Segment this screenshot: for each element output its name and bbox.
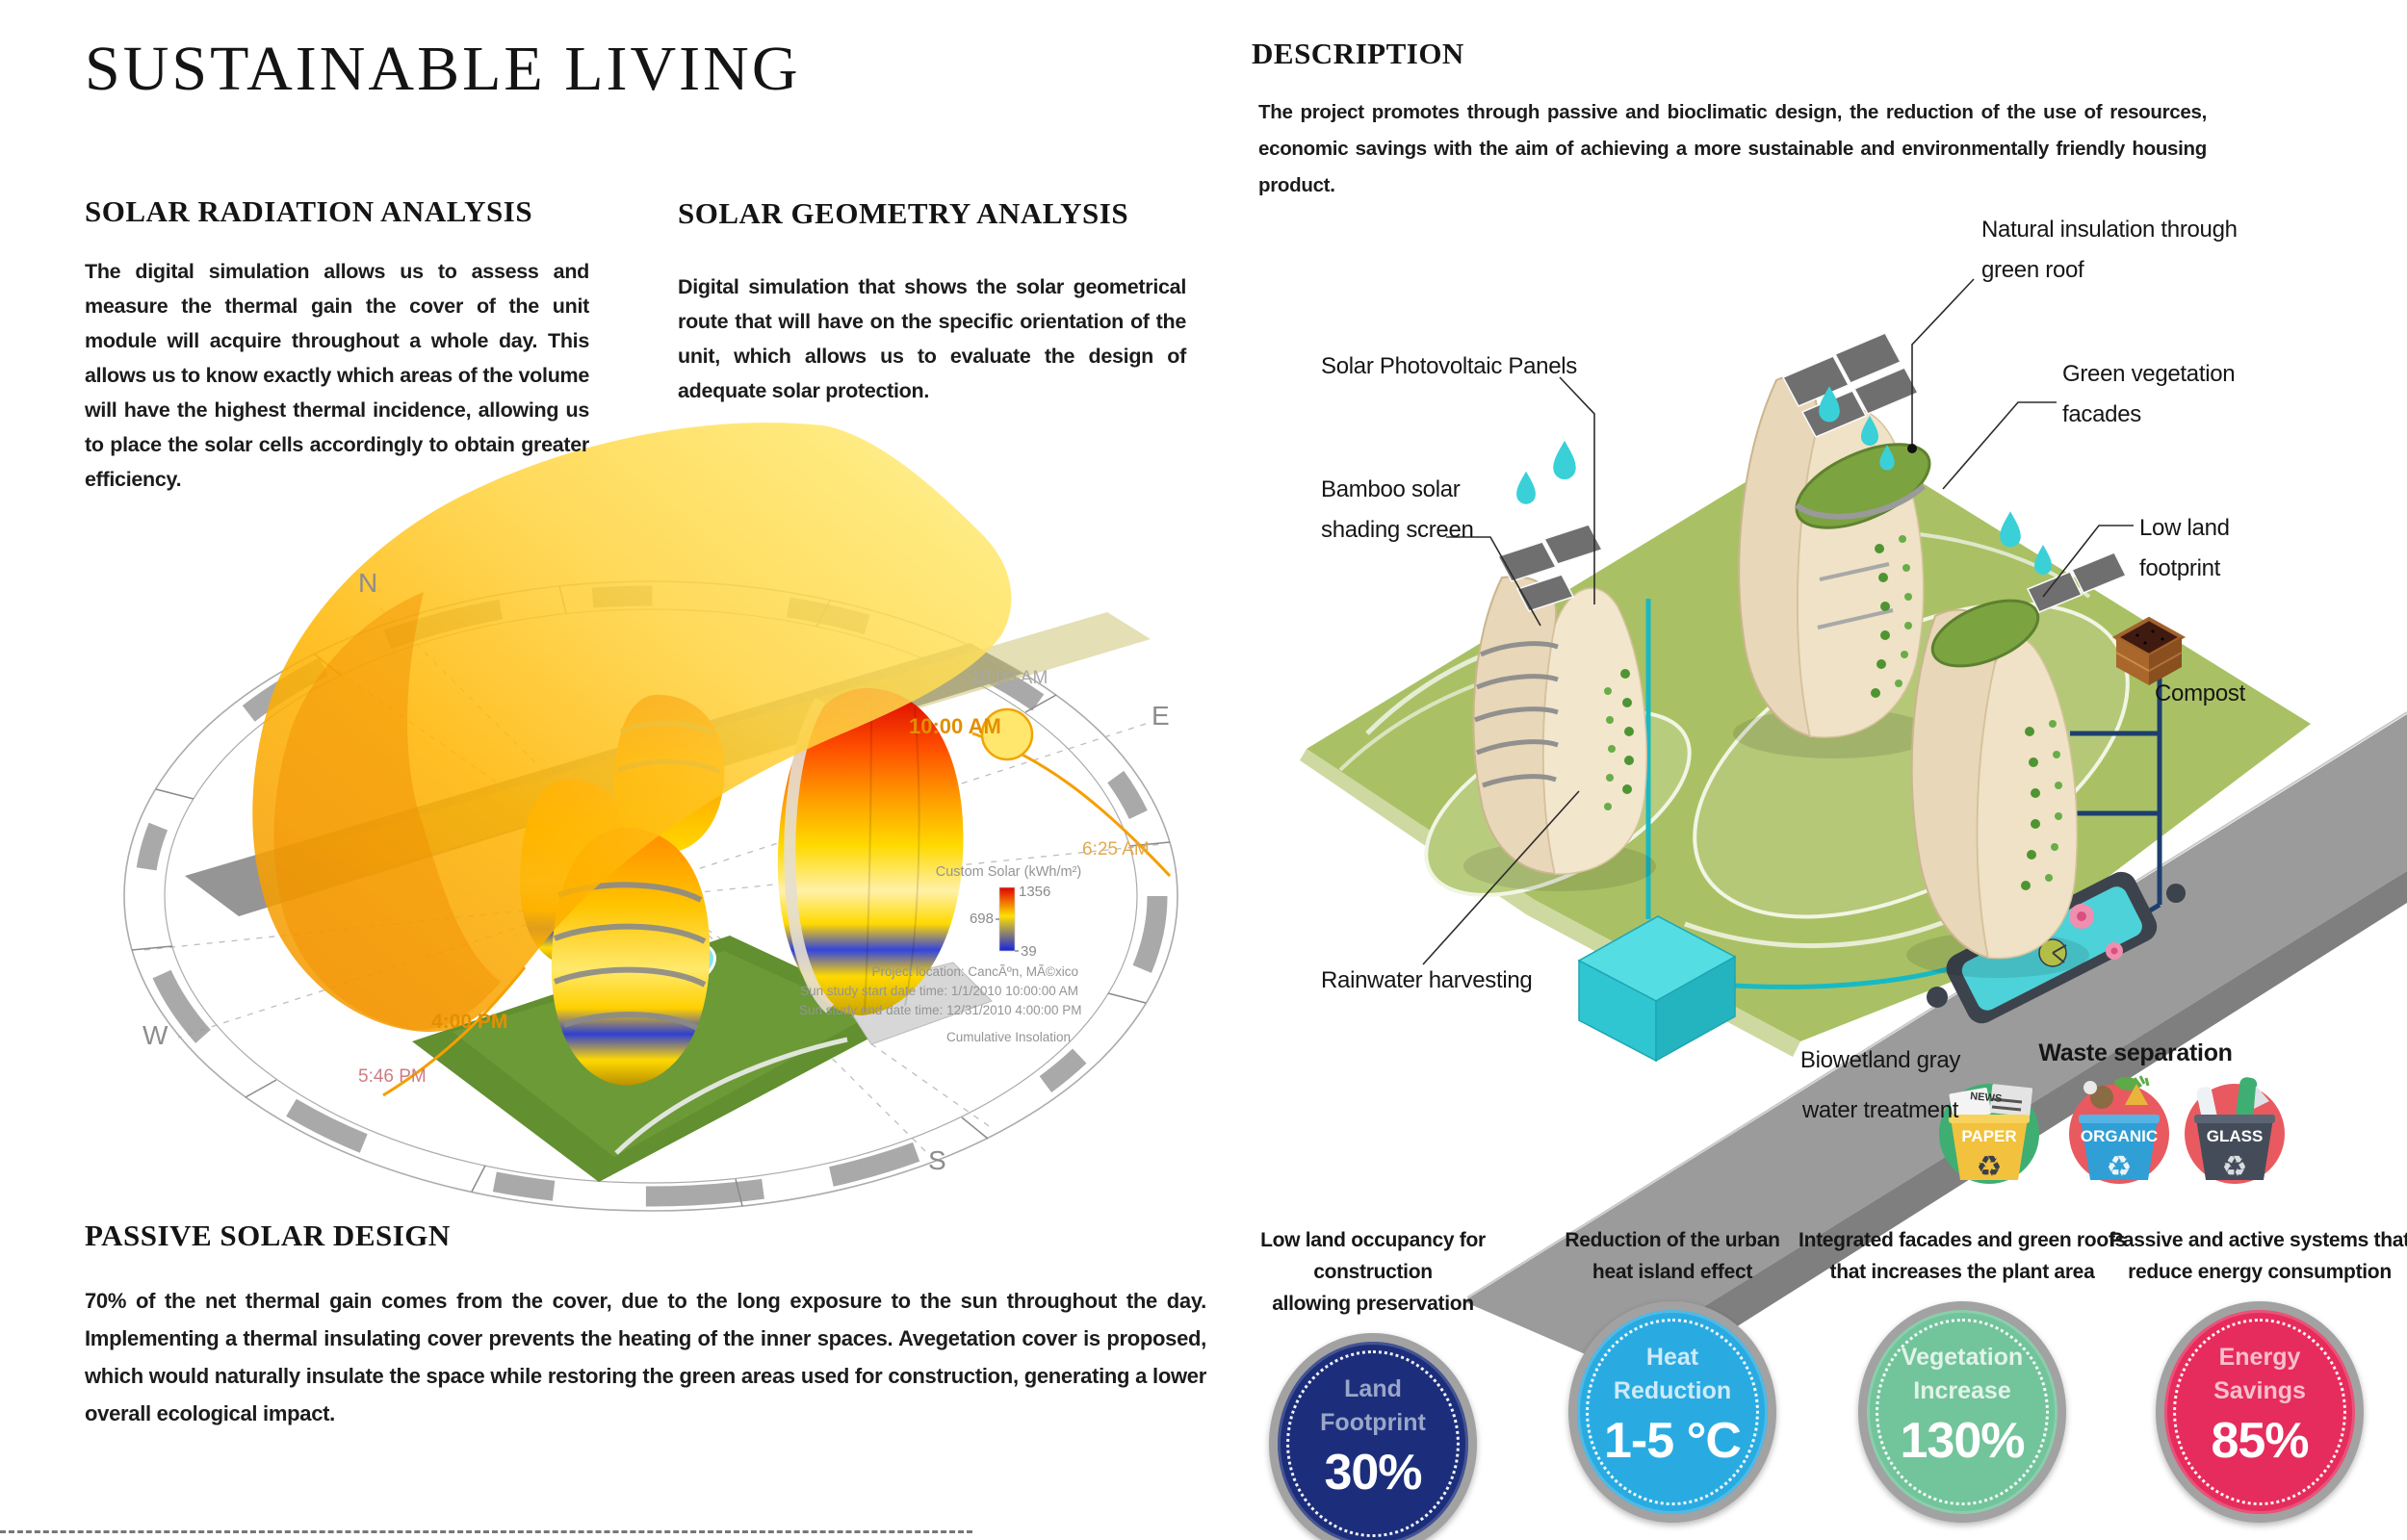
geometry-heading: SOLAR GEOMETRY ANALYSIS — [678, 196, 1129, 230]
waste-separation-heading: Waste separation — [2038, 1040, 2233, 1066]
sun-path-diagram — [123, 423, 1178, 1212]
recycle-icon: ♻ — [1977, 1151, 2003, 1183]
dotted-ring — [1876, 1319, 2049, 1505]
time-10am-sun: 10:00 AM — [909, 714, 1001, 738]
compass-e: E — [1152, 701, 1170, 731]
stat-value: 130% — [1900, 1413, 2026, 1469]
dotted-ring — [1286, 1350, 1460, 1537]
glass-bin-label: GLASS — [2207, 1127, 2264, 1145]
time-546pm: 5:46 PM — [358, 1066, 427, 1087]
time-625am: 6:25 AM — [1082, 839, 1150, 860]
stat-value: 85% — [2211, 1413, 2309, 1469]
radiation-heading: SOLAR RADIATION ANALYSIS — [85, 194, 533, 228]
callout-natural-insulation: Natural insulation through green roof — [1981, 217, 2238, 283]
time-4pm: 4:00 PM — [431, 1011, 508, 1033]
description-heading: DESCRIPTION — [1252, 37, 1464, 70]
callout-leaders — [1422, 278, 2134, 965]
glass-bin: GLASS ♻ — [2185, 1077, 2285, 1184]
compass-n: N — [358, 568, 378, 598]
passive-heading: PASSIVE SOLAR DESIGN — [85, 1219, 451, 1252]
stat-value: 1-5 °C — [1604, 1413, 1742, 1469]
organic-bin-label: ORGANIC — [2081, 1127, 2158, 1145]
callout-low-land: Low land footprint — [2139, 515, 2230, 581]
organic-bin: ORGANIC ♻ — [2069, 1075, 2169, 1184]
legend-title: Custom Solar (kWh/m²) — [935, 864, 1082, 880]
passive-body: 70% of the net thermal gain comes from t… — [85, 1289, 1206, 1425]
compass-w: W — [142, 1020, 168, 1050]
news-tag: NEWS — [1970, 1091, 2003, 1105]
building-pod-middle — [1733, 332, 1935, 758]
legend-footer: Cumulative Insolation — [945, 1030, 1072, 1044]
dotted-ring — [2173, 1319, 2346, 1505]
road — [1463, 714, 2407, 1365]
bottom-divider — [0, 1530, 972, 1533]
legend-max: 1356 — [1019, 884, 1051, 900]
callout-solar-pv: Solar Photovoltaic Panels — [1321, 353, 1577, 379]
legend-end: Sun study end date time: 12/31/2010 4:00… — [799, 1003, 1082, 1017]
callout-biowetland: Biowetland gray water treatment — [1799, 1047, 1961, 1123]
callout-rainwater: Rainwater harvesting — [1321, 967, 1533, 993]
legend-mid: 698 — [969, 911, 994, 927]
stat-vegetation-increase: Integrated facades and green roofs that … — [1789, 1224, 2135, 1523]
vegetation-increase-badge: Vegetation Increase 130% — [1858, 1301, 2066, 1523]
sun-icon — [980, 707, 1034, 761]
heat-reduction-badge: Heat Reduction 1-5 °C — [1568, 1301, 1776, 1523]
solar-envelope-canopy — [252, 423, 1012, 1033]
legend-location: Project location: CancÃºn, MÃ©xico — [871, 964, 1078, 979]
energy-savings-badge: Energy Savings 85% — [2156, 1301, 2364, 1523]
dotted-ring — [1586, 1319, 1759, 1505]
canopy-underside-shade — [273, 592, 501, 1031]
callout-bamboo: Bamboo solar shading screen — [1321, 476, 1474, 543]
stat-heat-reduction: Reduction of the urban heat island effec… — [1499, 1224, 1846, 1523]
legend-min: 39 — [1021, 943, 1037, 960]
stat-land-footprint: Low land occupancy for construction allo… — [1200, 1224, 1546, 1540]
recycle-icon: ♻ — [2222, 1151, 2248, 1183]
leader-dot — [1907, 444, 1917, 453]
radiation-body: The digital simulation allows us to asse… — [85, 260, 589, 491]
recycle-icon: ♻ — [2107, 1151, 2133, 1183]
callout-compost: Compost — [2155, 680, 2245, 706]
stat-energy-savings: Passive and active systems that reduce e… — [2086, 1224, 2407, 1523]
time-10am-outer: 10:00 AM — [971, 668, 1048, 688]
rainwater-tank — [1577, 915, 1737, 1063]
page-title: SUSTAINABLE LIVING — [85, 34, 801, 104]
stat-value: 30% — [1324, 1445, 1422, 1501]
compass-s: S — [928, 1145, 946, 1175]
compost-box — [2111, 616, 2187, 685]
paper-bin-label: PAPER — [1961, 1127, 2016, 1145]
description-body: The project promotes through passive and… — [1258, 101, 2207, 196]
callout-green-vegetation: Green vegetation facades — [2062, 361, 2236, 427]
building-pod-right — [1906, 511, 2128, 978]
legend-start: Sun study start date time: 1/1/2010 10:0… — [800, 984, 1078, 998]
land-footprint-badge: Land Footprint 30% — [1269, 1333, 1477, 1540]
eco-site-diagram: NEWS PAPER ♻ ORGANI — [1300, 278, 2407, 1390]
building-pod-left — [1463, 440, 1656, 891]
waste-bins: NEWS PAPER ♻ ORGANI — [1939, 1075, 2285, 1184]
pipes — [1645, 599, 2162, 989]
geometry-body: Digital simulation that shows the solar … — [678, 275, 1186, 402]
legend-color-bar — [996, 886, 1019, 952]
paper-bin: NEWS PAPER ♻ — [1939, 1084, 2039, 1184]
